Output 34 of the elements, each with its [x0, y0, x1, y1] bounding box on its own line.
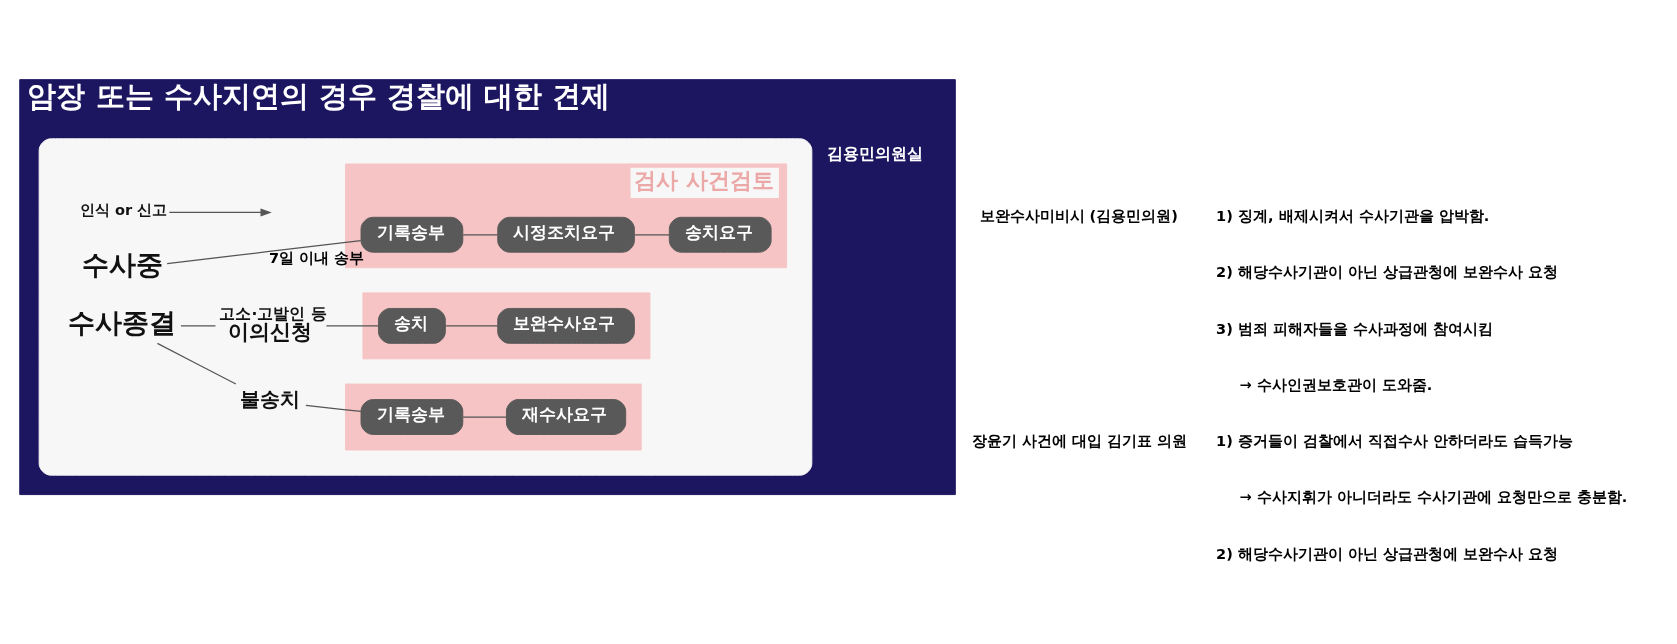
cluster: [38, 137, 813, 476]
label: 2) 해당수사기관이 아닌 상급관청에 보완수사 요청: [1216, 545, 1559, 562]
cluster: [362, 291, 651, 359]
node-text: 수사종결: [68, 306, 177, 338]
label: → 수사인권보호관이 도와줌.: [1239, 376, 1433, 393]
connector: [444, 324, 499, 326]
connector: [462, 233, 499, 235]
arrow: [168, 208, 272, 216]
connector: [325, 324, 379, 326]
node-text: 불송치: [239, 386, 300, 411]
label: 김용민의원실: [827, 143, 924, 163]
connector: [156, 342, 237, 385]
connector: [634, 233, 670, 235]
node-box: 송치요구: [668, 216, 772, 253]
label: 1) 증거들이 검찰에서 직접수사 안하더라도 습득가능: [1216, 432, 1574, 449]
node-text: 인식 or 신고: [79, 201, 168, 218]
node-box: 송치: [377, 307, 446, 344]
connector: [180, 324, 217, 326]
label: → 수사지휘가 아니더라도 수사기관에 요청만으로 충분함.: [1239, 488, 1628, 505]
node-text: 수사중: [81, 248, 163, 280]
node-box: 시정조치요구: [497, 216, 635, 253]
connector: [462, 415, 508, 418]
connector: [166, 239, 362, 264]
connector: [305, 404, 362, 412]
cluster: [345, 383, 642, 450]
label: 3) 범죄 피해자들을 수사과정에 참여시킴: [1216, 320, 1494, 337]
label: 1) 징계, 배제시켜서 수사기관을 압박함.: [1216, 207, 1490, 224]
label: 보완수사미비시 (김용민의원): [979, 207, 1178, 224]
label: 2) 해당수사기관이 아닌 상급관청에 보완수사 요청: [1216, 263, 1559, 280]
node-box: 재수사요구: [505, 398, 627, 435]
node-box: 보완수사요구: [497, 307, 635, 344]
node-text: 고소·고발인 등 이의신청: [219, 304, 327, 344]
label: 장윤기 사건에 대입 김기표 의원: [971, 432, 1188, 449]
node-box: 기록송부: [360, 398, 464, 435]
